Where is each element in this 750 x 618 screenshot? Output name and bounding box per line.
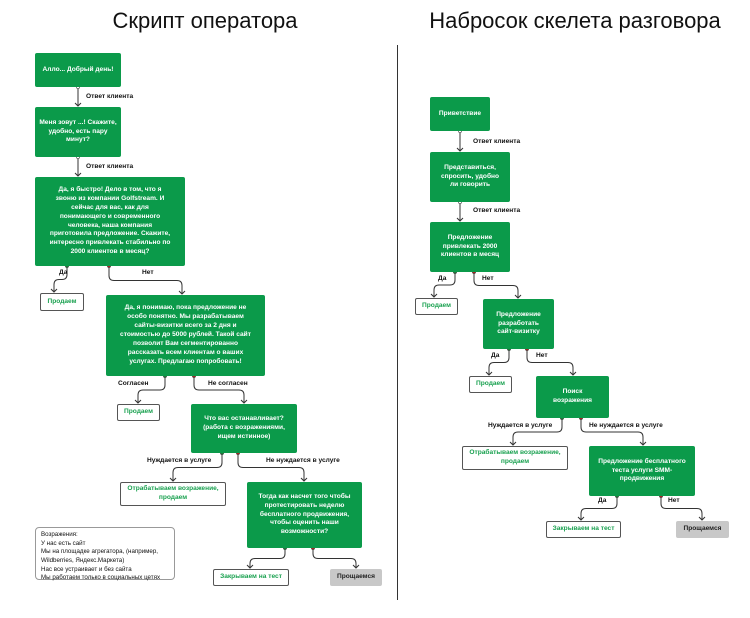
- arrow-head-icon: [300, 477, 308, 482]
- objections-note: Возражения: У нас есть сайт Мы на площад…: [35, 527, 175, 582]
- connector-line: [193, 376, 245, 403]
- divider: [397, 45, 398, 600]
- arrow-head-icon: [134, 399, 142, 404]
- label-answer-1-r: Ответ клиента: [473, 138, 521, 145]
- node-sell-2-r[interactable]: Продаем: [469, 376, 512, 393]
- connector-line: [172, 453, 223, 481]
- arrow-head-icon: [74, 102, 82, 107]
- note-item: Нас все устраивает и без сайта: [41, 565, 132, 573]
- node-offer-r[interactable]: Предложение привлекать 2000 клиентов в м…: [430, 222, 510, 272]
- note-item: Мы на площадке агрегатора, (например,: [41, 548, 159, 556]
- arrow-head-icon: [698, 516, 706, 521]
- node-intro-r[interactable]: Представиться, спросить, удобно ли говор…: [430, 152, 510, 202]
- label-needs-r: Нуждается в услуге: [488, 422, 553, 429]
- label-answer-2-r: Ответ клиента: [473, 207, 521, 214]
- connector-line: [433, 272, 456, 297]
- label-answer-1: Ответ клиента: [86, 93, 134, 100]
- connector-line: [488, 349, 510, 375]
- arrow-head-icon: [569, 371, 577, 376]
- arrow-head-icon: [178, 290, 186, 295]
- node-intro[interactable]: Меня зовут ...! Скажите, удобно, есть па…: [35, 107, 121, 157]
- node-close-r[interactable]: Закрываем на тест: [546, 521, 621, 538]
- label-no-3-r: Нет: [668, 497, 680, 504]
- node-site[interactable]: Да, я понимаю, пока предложение не особо…: [106, 295, 265, 376]
- arrow-head-icon: [577, 516, 585, 521]
- arrow-head-icon: [50, 288, 58, 293]
- connector-line: [580, 496, 618, 520]
- node-sell-1-r[interactable]: Продаем: [415, 298, 458, 315]
- label-answer-2: Ответ клиента: [86, 163, 134, 170]
- node-hello[interactable]: Алло... Добрый день!: [35, 53, 121, 87]
- arrow-head-icon: [169, 477, 177, 482]
- node-sell-2[interactable]: Продаем: [117, 404, 160, 421]
- connector-line: [237, 453, 305, 481]
- node-trial[interactable]: Тогда как насчет того чтобы протестирова…: [247, 482, 362, 548]
- node-bye-r[interactable]: Прощаемся: [676, 521, 729, 538]
- node-bye[interactable]: Прощаемся: [330, 569, 382, 586]
- arrow-head-icon: [74, 172, 82, 177]
- node-site-r[interactable]: Предложение разработать сайт-визитку: [483, 299, 554, 349]
- label-disagree: Не согласен: [208, 380, 248, 387]
- label-needs: Нуждается в услуге: [147, 457, 212, 464]
- arrow-head-icon: [456, 147, 464, 152]
- node-stop[interactable]: Что вас останавливает? (работа с возраже…: [191, 404, 297, 453]
- node-greet[interactable]: Приветствие: [430, 97, 490, 131]
- node-smm-r[interactable]: Предложение бесплатного теста услуги SMM…: [589, 446, 695, 496]
- arrow-head-icon: [509, 441, 517, 446]
- label-yes-3-r: Да: [598, 497, 607, 504]
- label-no-2-r: Нет: [536, 352, 548, 359]
- right-title: Набросок скелета разговора: [429, 8, 721, 33]
- note-item: Мы работаем только в социальных цетях: [41, 574, 161, 582]
- node-close[interactable]: Закрываем на тест: [213, 569, 289, 586]
- connector-line: [108, 266, 183, 294]
- node-objection-r[interactable]: Отрабатываем возражение, продаем: [462, 446, 568, 470]
- arrow-head-icon: [430, 293, 438, 298]
- label-no: Нет: [142, 269, 154, 276]
- label-yes-2-r: Да: [491, 352, 500, 359]
- connector-line: [526, 349, 574, 375]
- connector-line: [249, 548, 286, 568]
- note-item: У нас есть сайт: [41, 539, 86, 547]
- connector-line: [660, 496, 703, 520]
- label-not-needs-r: Не нуждается в услуге: [589, 422, 663, 429]
- left-title: Скрипт оператора: [112, 8, 298, 33]
- node-offer[interactable]: Да, я быстро! Дело в том, что я звоню из…: [35, 177, 185, 266]
- arrow-head-icon: [246, 564, 254, 569]
- label-yes: Да: [59, 269, 68, 276]
- node-sell-1[interactable]: Продаем: [40, 293, 84, 311]
- label-agree: Согласен: [118, 380, 149, 387]
- label-yes-1-r: Да: [438, 275, 447, 282]
- arrow-head-icon: [352, 564, 360, 569]
- note-item: Wildberries, Яндекс.Маркета): [41, 557, 125, 565]
- connector-line: [312, 548, 357, 568]
- connector-line: [473, 272, 519, 298]
- connector-line: [137, 376, 166, 403]
- arrow-head-icon: [485, 371, 493, 376]
- label-no-1-r: Нет: [482, 275, 494, 282]
- node-search-r[interactable]: Поиск возражения: [536, 376, 609, 418]
- connector-line: [580, 418, 644, 445]
- arrow-head-icon: [639, 441, 647, 446]
- connector-line: [512, 418, 563, 445]
- arrow-head-icon: [514, 294, 522, 299]
- node-objection[interactable]: Отрабатываем возражение, продаем: [120, 482, 226, 506]
- arrow-head-icon: [240, 399, 248, 404]
- arrow-head-icon: [456, 217, 464, 222]
- connector-line: [53, 266, 68, 292]
- note-title: Возражения:: [41, 531, 78, 538]
- label-not-needs: Не нуждается в услуге: [266, 457, 340, 464]
